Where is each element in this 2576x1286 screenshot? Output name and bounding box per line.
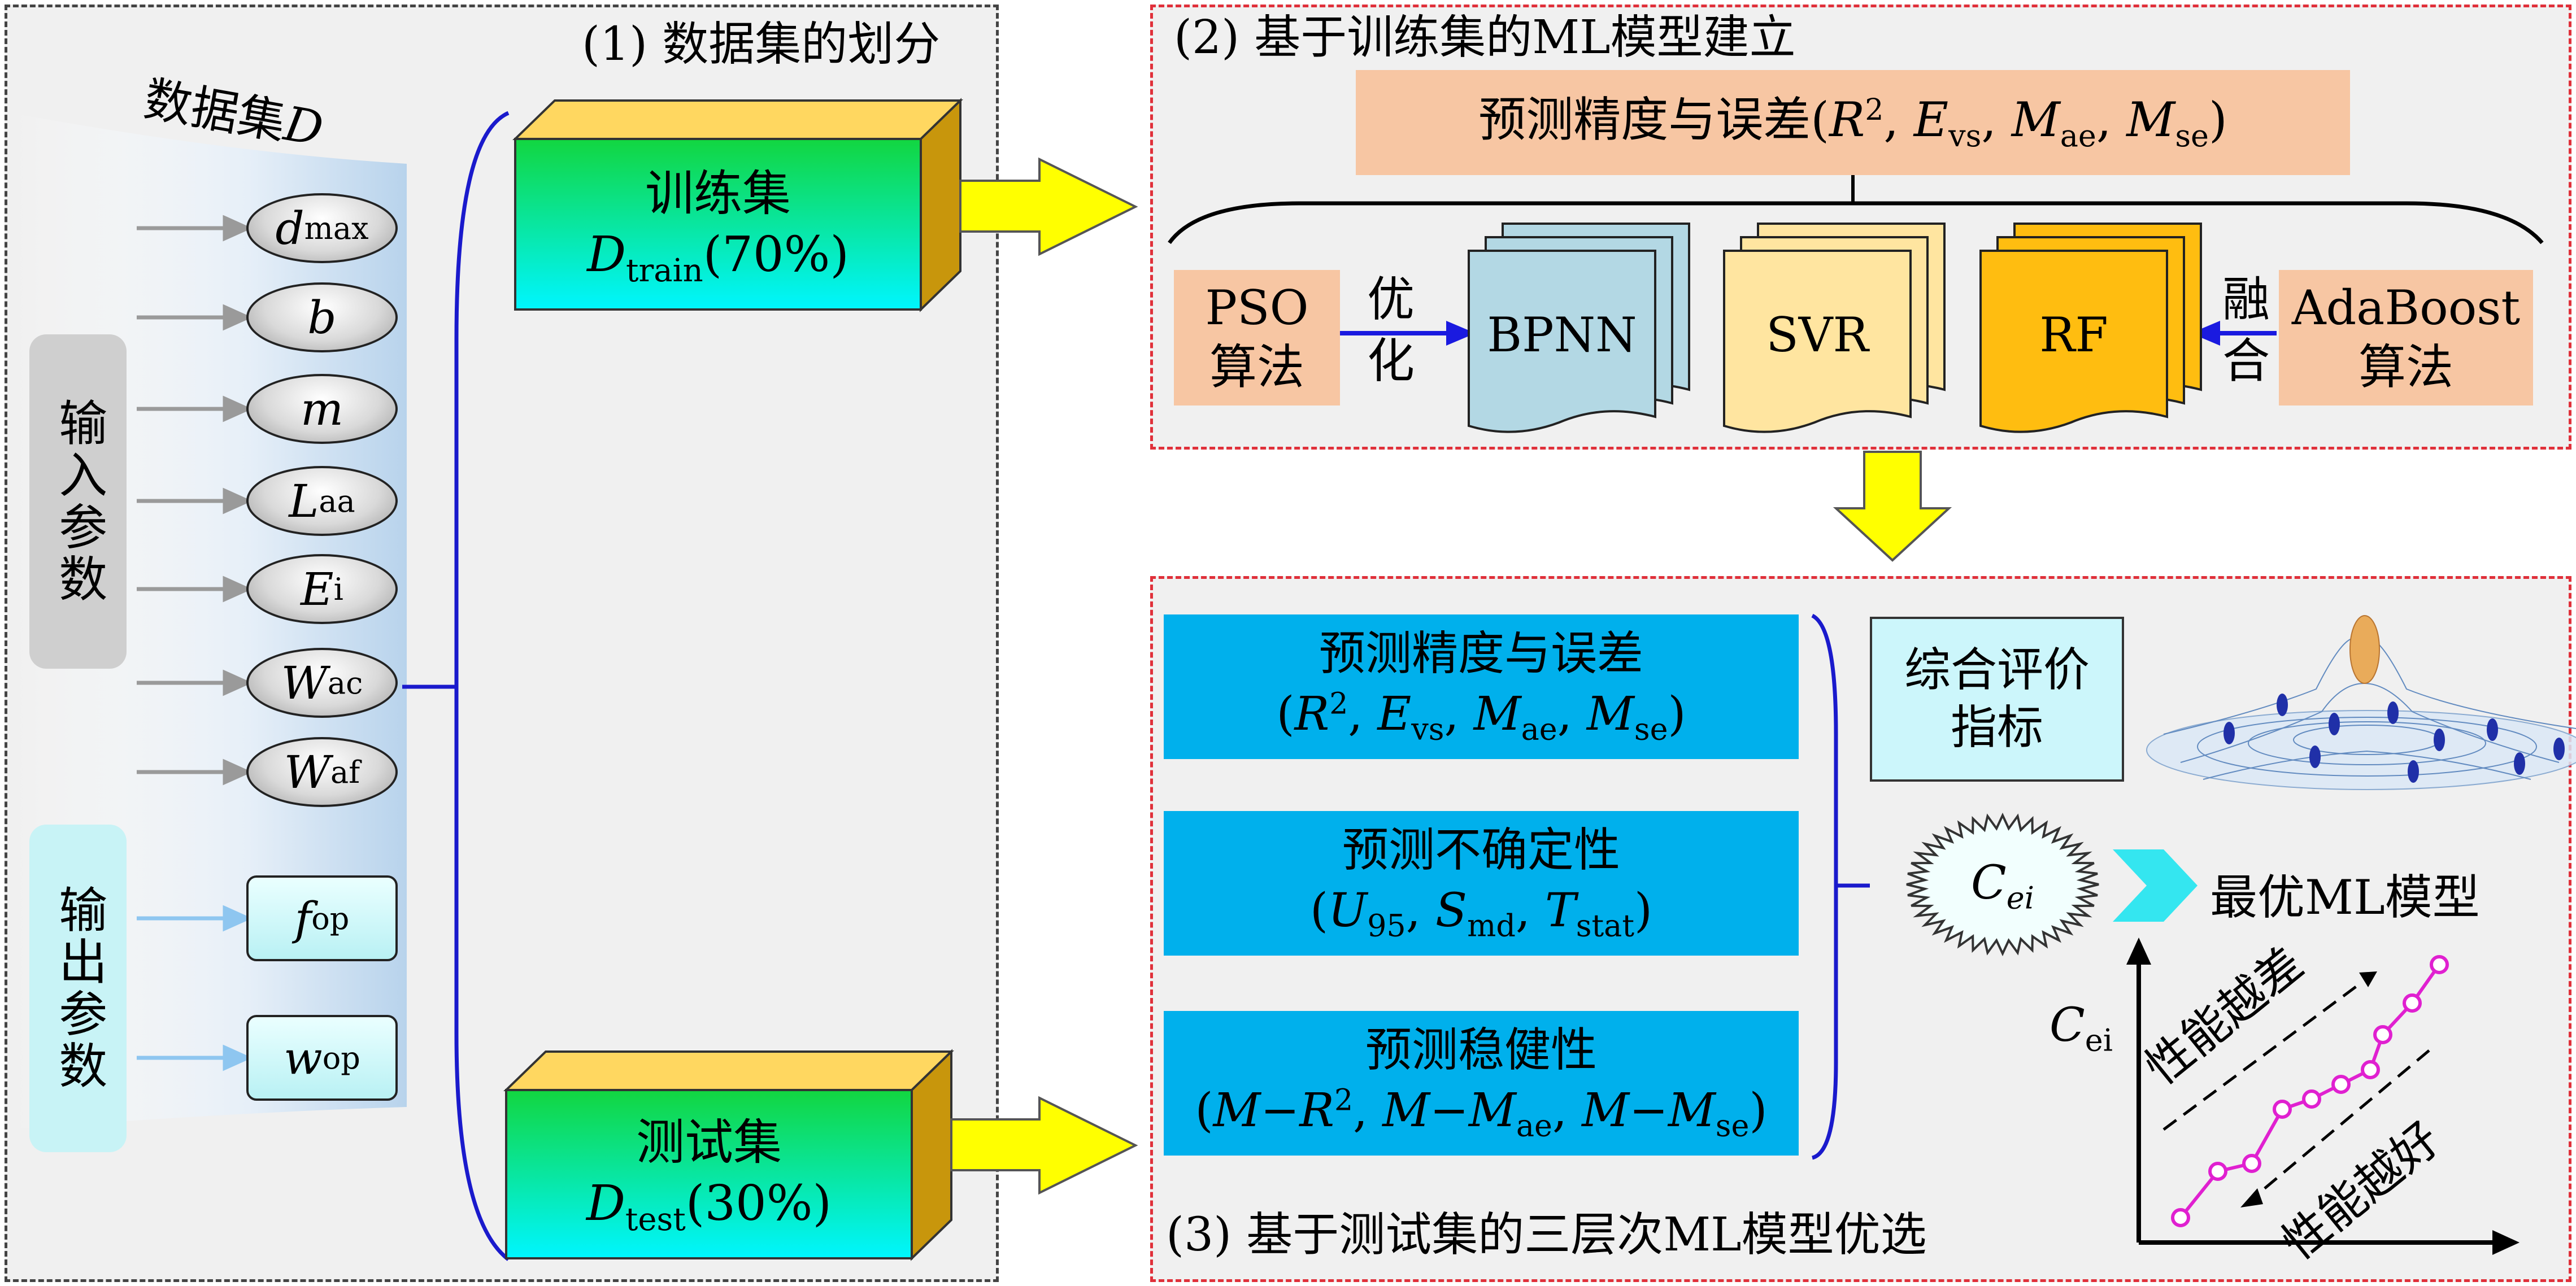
input-m: m: [246, 374, 398, 444]
test-set-name: 测试集: [636, 1114, 782, 1171]
cei-curve-point: [2403, 993, 2422, 1013]
test-set-formula: Dtest(30%): [506, 1174, 912, 1240]
input-d-max-sub: max: [304, 210, 369, 246]
cei-sym: C: [1971, 856, 2007, 910]
select-panel-title: (3) 基于测试集的三层次ML模型优选: [1166, 1208, 1927, 1262]
input-e-i-sub: i: [333, 571, 343, 607]
tier-uncertainty-title: 预测不确定性: [1342, 823, 1620, 878]
output-params-text: 输出参数: [50, 884, 107, 1092]
build-metric-text: 预测精度与误差: [1478, 91, 1811, 147]
fuse-line2: 合: [2222, 333, 2270, 389]
tier-robustness-metrics: (M−R2, M−Mae, M−Mse): [1195, 1083, 1768, 1144]
input-m-sym: m: [301, 382, 343, 435]
fuse-line1: 融: [2222, 272, 2270, 327]
build-metric-box: 预测精度与误差(R2, Evs, Mae, Mse): [1356, 70, 2350, 175]
test-set-pct: (30%): [685, 1175, 832, 1232]
output-f-op-sub: op: [311, 900, 350, 936]
cei-label: Cei: [1921, 856, 2085, 916]
cei-curve-point: [2273, 1100, 2292, 1119]
split-panel-title: (1) 数据集的划分: [582, 18, 941, 71]
optimize-label: 优 化: [1367, 269, 1415, 392]
eval-index-line2: 指标: [1950, 701, 2043, 755]
model-bpnn: BPNN: [1487, 307, 1637, 363]
tier-accuracy-title: 预测精度与误差: [1319, 627, 1643, 681]
input-b-sym: b: [307, 291, 337, 344]
cei-curve-point: [2171, 1208, 2190, 1227]
model-rf: RF: [2039, 307, 2108, 363]
cei-curve-point: [2242, 1154, 2261, 1173]
axis-cei-sub: ei: [2085, 1022, 2113, 1058]
input-l-aa-sub: aa: [319, 483, 355, 519]
cei-curve-point: [2373, 1025, 2392, 1044]
optimize-line1: 优: [1367, 272, 1415, 327]
tier-uncertainty-metrics: (U95, Smd, Tstat): [1309, 884, 1653, 944]
output-w-op-sub: op: [322, 1040, 360, 1076]
pso-line2: 算法: [1209, 339, 1304, 395]
surface-plot-image: [2146, 615, 2576, 790]
input-l-aa-sym: L: [289, 474, 319, 528]
input-b: b: [246, 282, 398, 352]
pso-box: PSO 算法: [1174, 270, 1340, 406]
cei-starburst: [1906, 812, 2099, 957]
input-params-text: 输入参数: [50, 398, 107, 605]
cei-curve-point: [2361, 1060, 2380, 1079]
adaboost-line1: AdaBoost: [2291, 280, 2521, 335]
input-w-af-sub: af: [330, 754, 360, 790]
train-set-label: 训练集 Dtrain(70%): [515, 164, 921, 291]
tier-accuracy-box: 预测精度与误差 (R2, Evs, Mae, Mse): [1164, 614, 1799, 759]
tier-accuracy-metrics: (R2, Evs, Mae, Mse): [1276, 687, 1686, 747]
tier-robustness-box: 预测稳健性 (M−R2, M−Mae, M−Mse): [1164, 1011, 1799, 1156]
input-w-ac-sub: ac: [327, 665, 363, 701]
cei-sub: ei: [2006, 880, 2034, 916]
fuse-label: 融 合: [2222, 269, 2270, 392]
build-panel-title: (2) 基于训练集的ML模型建立: [1174, 11, 1796, 64]
cei-curve-line: [2179, 964, 2441, 1219]
test-set-label: 测试集 Dtest(30%): [506, 1113, 912, 1240]
test-set-sym: D: [586, 1175, 625, 1232]
train-set-pct: (70%): [703, 226, 849, 283]
train-set-name: 训练集: [645, 165, 791, 222]
axis-cei-label: Cei: [2050, 999, 2113, 1058]
pso-line1: PSO: [1205, 280, 1309, 335]
model-svr: SVR: [1766, 307, 1869, 363]
eval-index-box: 综合评价 指标: [1870, 617, 2124, 782]
output-f-op-sym: f: [294, 892, 312, 945]
output-w-op-sym: w: [284, 1031, 323, 1084]
output-params-label: 输出参数: [29, 825, 127, 1152]
tier-uncertainty-box: 预测不确定性 (U95, Smd, Tstat): [1164, 811, 1799, 956]
cei-curve-point: [2302, 1089, 2321, 1109]
input-params-label: 输入参数: [29, 334, 127, 669]
test-set-sub: test: [625, 1201, 686, 1238]
adaboost-line2: 算法: [2358, 339, 2453, 395]
tier-robustness-title: 预测稳健性: [1365, 1023, 1597, 1078]
cei-curve-point: [2208, 1162, 2227, 1181]
cei-performance-curve: [2171, 955, 2449, 1227]
train-set-sub: train: [626, 252, 703, 289]
train-set-sym: D: [587, 226, 626, 283]
input-d-max-sym: d: [275, 202, 304, 255]
train-set-formula: Dtrain(70%): [515, 225, 921, 291]
optimize-line2: 化: [1367, 333, 1415, 389]
cei-curve-point: [2430, 955, 2449, 974]
input-e-i-sym: E: [301, 563, 334, 616]
axis-cei-sym: C: [2050, 999, 2085, 1052]
adaboost-box: AdaBoost 算法: [2279, 270, 2533, 406]
input-w-af-sym: W: [284, 746, 331, 799]
cei-curve-point: [2331, 1075, 2351, 1094]
eval-index-line1: 综合评价: [1904, 643, 2090, 697]
input-w-ac-sym: W: [281, 656, 328, 709]
best-model-label: 最优ML模型: [2210, 870, 2480, 925]
